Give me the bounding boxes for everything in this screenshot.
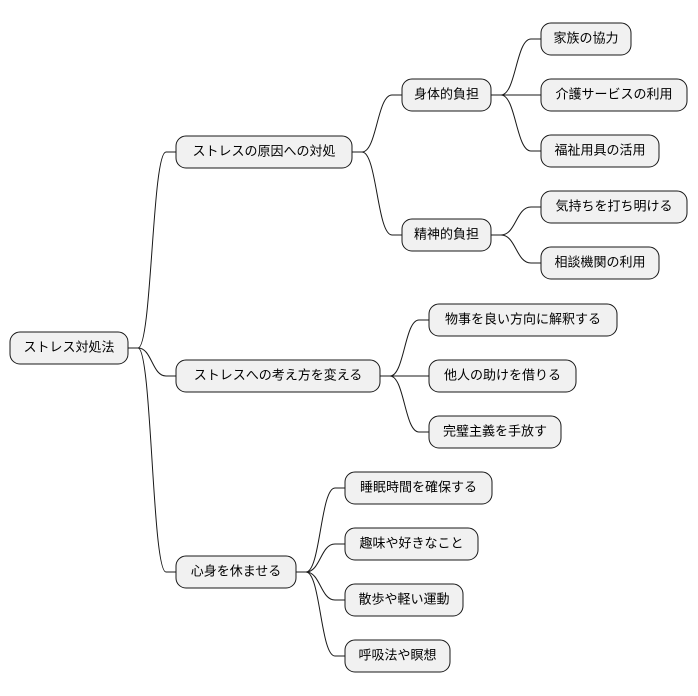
node-r-0-1-0: 気持ちを打ち明ける bbox=[540, 190, 688, 224]
node-r-2-2: 散歩や軽い運動 bbox=[344, 583, 464, 617]
edge-r-2-to-r-2-3 bbox=[296, 571, 345, 657]
node-label-r-1-2: 完璧主義を手放す bbox=[443, 424, 547, 440]
node-label-r-2-1: 趣味や好きなこと bbox=[359, 537, 463, 552]
edge-r-1-to-r-1-0 bbox=[380, 319, 429, 377]
edge-r-2-to-r-2-0 bbox=[296, 487, 345, 573]
node-box-r-1 bbox=[175, 359, 381, 393]
node-layer: ストレス対処法 ストレスの原因への対処 身体的負担 家族の協力介護サービスの利用福祉用… bbox=[9, 22, 688, 673]
node-box-r-0-0-0 bbox=[540, 22, 632, 56]
node-box-r-0-1 bbox=[401, 218, 492, 252]
node-r-2-1: 趣味や好きなこと bbox=[344, 527, 479, 561]
node-r-0-1: 精神的負担 bbox=[401, 218, 492, 252]
node-label-r-0-1-0: 気持ちを打ち明ける bbox=[555, 199, 672, 215]
node-r-1-2: 完璧主義を手放す bbox=[428, 415, 562, 449]
node-box-r-0-1-1 bbox=[540, 246, 660, 280]
node-box-r-0-0 bbox=[401, 78, 492, 112]
edge-r-0-1-to-r-0-1-0 bbox=[491, 206, 541, 236]
node-label-r-2-2: 散歩や軽い運動 bbox=[358, 593, 449, 608]
node-box-r bbox=[9, 331, 129, 365]
node-r-1: ストレスへの考え方を変える bbox=[175, 359, 381, 393]
edge-r-0-1-to-r-0-1-1 bbox=[491, 234, 541, 264]
node-label-r-0-0-2: 福祉用具の活用 bbox=[554, 144, 645, 159]
node-label-r-2-0: 睡眠時間を確保する bbox=[360, 480, 477, 496]
edge-r-to-r-0 bbox=[128, 151, 176, 349]
node-label-r-0-0: 身体的負担 bbox=[414, 87, 479, 103]
node-r-1-0: 物事を良い方向に解釈する bbox=[428, 303, 618, 337]
node-box-r-2-1 bbox=[344, 527, 479, 561]
node-r-2: 心身を休ませる bbox=[175, 555, 297, 589]
edge-r-0-0-to-r-0-0-2 bbox=[491, 94, 541, 152]
edge-r-0-to-r-0-0 bbox=[352, 94, 402, 153]
node-label-r-0-0-0: 家族の協力 bbox=[553, 31, 618, 47]
node-box-r-1-1 bbox=[428, 359, 577, 393]
node-label-r-2-3: 呼吸法や瞑想 bbox=[358, 648, 436, 664]
node-label-r-2: 心身を休ませる bbox=[191, 564, 282, 580]
node-r-0-0-1: 介護サービスの利用 bbox=[540, 78, 688, 112]
node-r-0-0-0: 家族の協力 bbox=[540, 22, 632, 56]
node-box-r-0-0-2 bbox=[540, 134, 660, 168]
node-box-r-2-0 bbox=[344, 471, 493, 505]
node-box-r-2-3 bbox=[344, 639, 451, 673]
node-r-0-1-1: 相談機関の利用 bbox=[540, 246, 660, 280]
node-box-r-0-1-0 bbox=[540, 190, 688, 224]
edge-r-2-to-r-2-2 bbox=[296, 571, 345, 601]
edge-r-to-r-2 bbox=[128, 347, 176, 573]
edge-r-0-to-r-0-1 bbox=[352, 151, 402, 236]
node-label-r-0: ストレスの原因への対処 bbox=[192, 145, 335, 160]
node-r: ストレス対処法 bbox=[9, 331, 129, 365]
node-box-r-0-0-1 bbox=[540, 78, 688, 112]
node-box-r-2 bbox=[175, 555, 297, 589]
node-label-r-0-0-1: 介護サービスの利用 bbox=[555, 87, 672, 103]
node-label-r-1-1: 他人の助けを借りる bbox=[444, 369, 561, 384]
node-box-r-1-2 bbox=[428, 415, 562, 449]
node-r-2-3: 呼吸法や瞑想 bbox=[344, 639, 451, 673]
node-label-r-0-1-1: 相談機関の利用 bbox=[554, 255, 645, 271]
node-label-r-1: ストレスへの考え方を変える bbox=[194, 368, 363, 384]
node-r-0-0-2: 福祉用具の活用 bbox=[540, 134, 660, 168]
node-box-r-2-2 bbox=[344, 583, 464, 617]
node-r-2-0: 睡眠時間を確保する bbox=[344, 471, 493, 505]
edge-r-2-to-r-2-1 bbox=[296, 543, 345, 573]
node-box-r-1-0 bbox=[428, 303, 618, 337]
node-box-r-0 bbox=[175, 135, 353, 169]
node-r-1-1: 他人の助けを借りる bbox=[428, 359, 577, 393]
edge-r-1-to-r-1-2 bbox=[380, 375, 429, 433]
node-r-0-0: 身体的負担 bbox=[401, 78, 492, 112]
node-label-r-1-0: 物事を良い方向に解釈する bbox=[445, 312, 601, 328]
edge-layer bbox=[128, 38, 541, 657]
node-label-r: ストレス対処法 bbox=[23, 341, 114, 356]
node-r-0: ストレスの原因への対処 bbox=[175, 135, 353, 169]
edge-r-0-0-to-r-0-0-0 bbox=[491, 38, 541, 96]
node-label-r-0-1: 精神的負担 bbox=[414, 227, 479, 243]
edge-r-to-r-1 bbox=[128, 347, 176, 377]
